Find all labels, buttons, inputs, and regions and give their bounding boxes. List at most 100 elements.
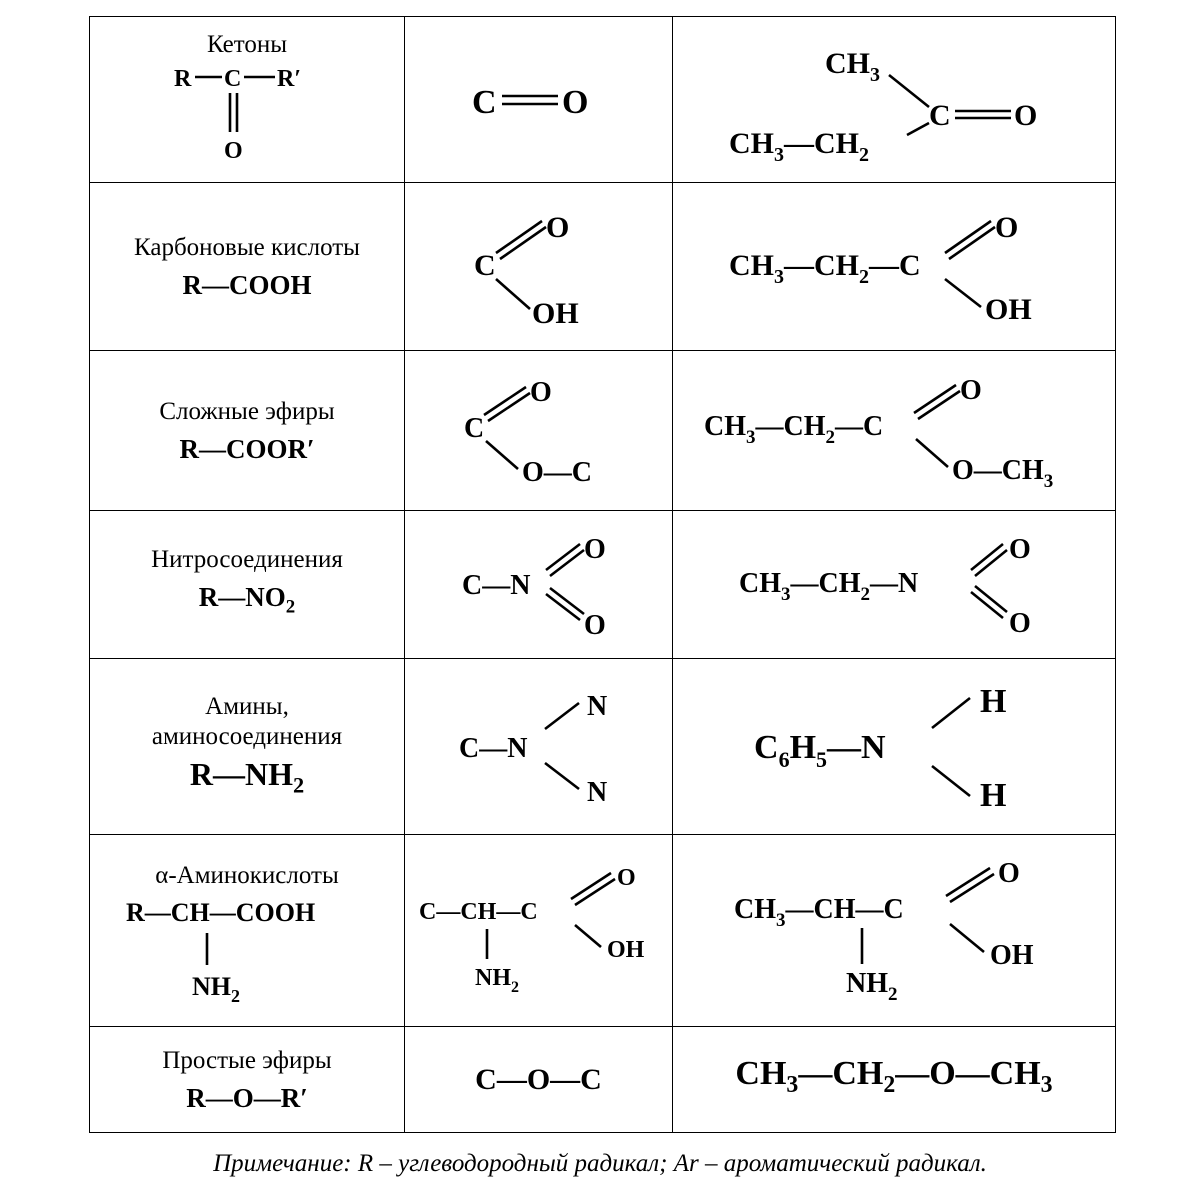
bond-line [970, 542, 1004, 571]
formula-text: CH [735, 1055, 787, 1093]
svg-text:CH3—CH2—C: CH3—CH2—C [704, 411, 883, 448]
subscript: 2 [859, 266, 869, 288]
bond-line [944, 277, 982, 308]
subscript: 3 [746, 427, 756, 448]
table-row: Амины, аминосоединения R—NH2 C—N N N C6H… [89, 658, 1116, 835]
formula-text: R′ [277, 66, 301, 92]
group-cell: C—N O O [404, 510, 673, 659]
svg-text:O—CH3: O—CH3 [952, 455, 1053, 492]
group-cell: C O [404, 16, 673, 183]
example-cell: CH3—CH—C O OH NH2 [672, 834, 1116, 1027]
formula-text: C [754, 729, 779, 766]
bond-line [484, 439, 519, 470]
formula-text: R—CH—COOH [126, 898, 315, 927]
class-name: Сложные эфиры [159, 397, 335, 425]
table-row: Сложные эфиры R—COOR′ C O O—C CH3—CH2—C … [89, 350, 1116, 511]
formula-text: OH [607, 937, 645, 963]
group-formula: C—O—C [475, 1062, 602, 1096]
table-row: Карбоновые кислоты R—COOH C O OH CH3—CH2… [89, 182, 1116, 351]
formula-text: —CH [783, 127, 859, 160]
table-row: Нитросоединения R—NO2 C—N O O CH3—CH2—N … [89, 510, 1116, 659]
group-formula: C—N O O [462, 534, 606, 641]
formula-text: R—NO [198, 582, 286, 613]
formula-text: —CH—C [785, 894, 904, 925]
bond-line [944, 219, 992, 254]
formula-text: C—CH—C [419, 899, 538, 925]
generic-formula: R—O—R′ [186, 1082, 308, 1113]
formula-text: —C [868, 249, 921, 282]
group-cell: C—N N N [404, 658, 673, 835]
formula-text: O [960, 375, 982, 406]
bond-line [945, 866, 991, 897]
generic-formula: R C R′ O [174, 66, 301, 164]
subscript: 2 [231, 986, 240, 1006]
svg-text:NH2: NH2 [846, 968, 898, 1005]
svg-text:CH3—CH—C: CH3—CH—C [734, 894, 904, 931]
bond-line [931, 764, 971, 797]
formula-text: CH [729, 249, 774, 282]
generic-formula: R—NH2 [90, 758, 404, 801]
group-formula: C—N N N [459, 691, 607, 808]
example-formula: CH3—CH—C O OH NH2 [734, 858, 1034, 1005]
formula-text: —C [834, 411, 883, 442]
formula-text: C [472, 84, 497, 121]
bond-line [494, 219, 543, 254]
class-cell: Нитросоединения R—NO2 [89, 510, 405, 659]
example-formula: C6H5—N H H [754, 683, 1006, 814]
formula-text: O [224, 138, 243, 164]
formula-text: O [1009, 534, 1031, 565]
formula-text: O [998, 858, 1020, 889]
svg-text:CH3: CH3 [825, 47, 880, 86]
subscript: 3 [774, 144, 784, 166]
formula-text: C—N [462, 570, 530, 601]
formula-text: C [224, 66, 241, 92]
footnote: Примечание: R – углеводородный радикал; … [213, 1150, 987, 1177]
subscript: 2 [861, 584, 871, 605]
example-cell: CH3—CH2—C O O—CH3 [672, 350, 1116, 511]
group-formula: C O O—C [464, 377, 592, 488]
formula-text: —CH [798, 1055, 884, 1093]
class-name: аминосоединения [151, 722, 343, 750]
formula-text: O—C [522, 457, 592, 488]
class-cell: Кетоны R C R′ O [89, 16, 405, 183]
bond-line [949, 922, 985, 953]
subscript: 5 [816, 747, 827, 772]
formula-text: N [587, 777, 607, 808]
bond-line [913, 383, 957, 414]
class-name: Простые эфиры [162, 1046, 332, 1074]
bond-line [970, 590, 1004, 619]
example-cell: CH3—CH2—O—CH3 [672, 1026, 1116, 1133]
formula-text: NH [475, 965, 511, 991]
class-cell: Карбоновые кислоты R—COOH [89, 182, 405, 351]
class-cell: Сложные эфиры R—COOR′ [89, 350, 405, 511]
subscript: 2 [285, 596, 296, 618]
subscript: 2 [292, 772, 305, 798]
bond-line [915, 437, 949, 468]
bond-line [494, 277, 531, 310]
bond-line [573, 923, 602, 948]
generic-formula: R—COOR′ [179, 433, 315, 464]
bond-line [498, 225, 547, 260]
subscript: 2 [883, 1071, 896, 1098]
subscript: 3 [1044, 471, 1054, 492]
formula-text: —O—CH [895, 1055, 1041, 1093]
example-cell: CH3 C O CH3—CH2 [672, 16, 1116, 183]
formula-text: O [1014, 99, 1037, 132]
formula-text: C [929, 99, 951, 132]
formula-text: CH [825, 47, 870, 80]
group-cell: C—CH—C O OH NH2 [404, 834, 673, 1027]
group-formula: C—CH—C O OH NH2 [419, 865, 645, 996]
subscript: 6 [779, 747, 790, 772]
formula-text: C [474, 249, 496, 282]
class-name: Кетоны [206, 30, 288, 58]
bond-line [544, 592, 581, 621]
formula-text: O [584, 610, 606, 641]
formula-text: O—CH [952, 455, 1044, 486]
table-row: Простые эфиры R—O—R′ C—O—C CH3—CH2—O—CH3 [89, 1026, 1116, 1133]
generic-formula: R—CH—COOH NH2 [126, 898, 315, 1006]
group-formula: C O OH [474, 211, 579, 330]
bond-line [974, 548, 1008, 577]
formula-text: H [790, 729, 816, 766]
bond-line [949, 872, 995, 903]
bond-line [974, 584, 1008, 613]
